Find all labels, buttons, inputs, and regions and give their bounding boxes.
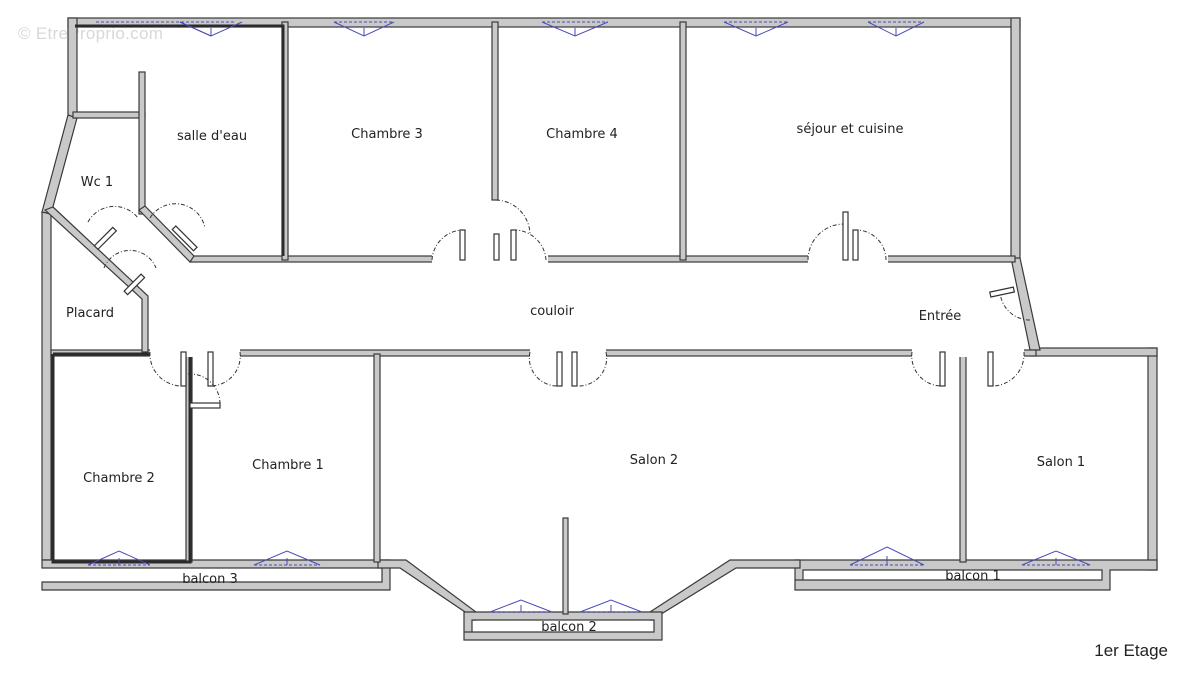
window-chambre3 <box>333 21 395 37</box>
door-chambre2-leaf <box>180 351 187 387</box>
label-balcon3: balcon 3 <box>182 572 238 587</box>
door-chambre4-swing <box>513 229 547 261</box>
wall-salon2-salon1 <box>959 353 967 563</box>
door-placard-swing <box>103 249 157 269</box>
label-placard: Placard <box>66 306 114 321</box>
outer-walls <box>41 17 1158 641</box>
label-salon1: Salon 1 <box>1037 455 1085 470</box>
wall-chambre3-chambre4 <box>491 21 499 201</box>
door-chambre4-leaf <box>510 229 517 261</box>
label-chambre2: Chambre 2 <box>83 471 155 486</box>
bay-left-wall <box>377 559 477 621</box>
left-wall-lower <box>41 211 52 561</box>
bay-right-wall <box>649 559 801 621</box>
door-salon2-left-leaf <box>556 351 563 387</box>
door-salon2-right-leaf <box>571 351 578 387</box>
door-wc-leaf <box>93 226 118 251</box>
placard-slant-wall <box>43 206 149 353</box>
label-couloir: couloir <box>530 304 575 319</box>
door-salon2-east-leaf <box>939 351 946 387</box>
door-chambre3-leaf <box>459 229 466 261</box>
window-salon2-right <box>579 599 643 613</box>
door-chambre1b-leaf <box>189 402 221 409</box>
doors <box>87 199 1031 409</box>
door-salon1-swing <box>991 351 1025 387</box>
window-chambre1 <box>253 550 321 566</box>
label-entree: Entrée <box>919 309 962 324</box>
door-salon2-right-swing <box>577 351 608 387</box>
salle-outline <box>75 24 285 256</box>
entree-wall <box>1010 257 1041 351</box>
door-sejour-right-swing <box>855 229 887 261</box>
label-chambre4: Chambre 4 <box>546 127 618 142</box>
label-balcon2: balcon 2 <box>541 620 597 635</box>
door-salle-leaf <box>171 225 198 252</box>
door-chambre1b-swing <box>187 373 221 405</box>
watermark: © EtreProprio.com <box>18 24 164 43</box>
label-sejour: séjour et cuisine <box>797 122 904 137</box>
window-chambre2 <box>87 550 151 566</box>
door-chambre1-swing <box>209 351 241 387</box>
label-balcon1: balcon 1 <box>945 569 1001 584</box>
wc-right-wall <box>138 71 146 215</box>
window-salle <box>96 21 243 37</box>
label-salle-deau: salle d'eau <box>177 129 247 144</box>
floor-label: 1er Etage <box>1094 641 1168 660</box>
label-chambre1: Chambre 1 <box>252 458 324 473</box>
right-wall-salon1 <box>1147 347 1158 571</box>
top-wall-salon1 <box>1029 347 1158 357</box>
label-chambre3: Chambre 3 <box>351 127 423 142</box>
door-wc-swing <box>87 205 139 223</box>
wc-top-wall <box>72 111 146 119</box>
salle-slant-wall <box>138 205 195 263</box>
balcon2-frame <box>463 611 663 641</box>
door-sejour-left-swing <box>807 223 845 261</box>
window-sejour-left <box>723 21 789 37</box>
door-chambre2-swing <box>149 351 183 387</box>
balcon1-frame <box>794 559 1158 591</box>
left-wall-upper <box>67 17 78 119</box>
wall-chambre1-salon2 <box>373 353 381 563</box>
door-sejour-left-leaf <box>842 211 849 261</box>
windows <box>87 21 1091 613</box>
door-chambre4b-swing <box>495 199 531 235</box>
room-outlines <box>51 24 285 564</box>
wall-chambre4-sejour <box>679 21 687 261</box>
door-entree-leaf <box>989 286 1016 298</box>
door-chambre4b-leaf <box>493 233 500 261</box>
room-labels: salle d'eau Chambre 3 Chambre 4 séjour e… <box>66 122 1085 486</box>
door-gaps <box>150 255 1024 357</box>
right-wall-sejour <box>1010 17 1021 261</box>
window-salon2-east <box>849 546 925 566</box>
window-salon1 <box>1021 550 1091 566</box>
salon2-partition <box>562 517 569 615</box>
balcony-labels: balcon 3 balcon 2 balcon 1 <box>182 569 1001 635</box>
door-placard-leaf <box>123 273 146 296</box>
door-salon2-left-swing <box>528 351 559 387</box>
left-wall-slant <box>41 114 78 215</box>
window-sejour-right <box>867 21 925 37</box>
corridor-top-wall <box>189 255 1016 263</box>
door-sejour-right-leaf <box>852 229 859 261</box>
door-salon1-leaf <box>987 351 994 387</box>
door-chambre1-leaf <box>207 351 214 387</box>
label-wc1: Wc 1 <box>81 175 113 190</box>
door-salon2-east-swing <box>911 351 943 387</box>
balcon3-frame <box>41 559 391 591</box>
label-salon2: Salon 2 <box>630 453 678 468</box>
chambre2-outline <box>51 352 192 564</box>
window-chambre4 <box>541 21 609 37</box>
window-salon2-left <box>489 599 553 613</box>
